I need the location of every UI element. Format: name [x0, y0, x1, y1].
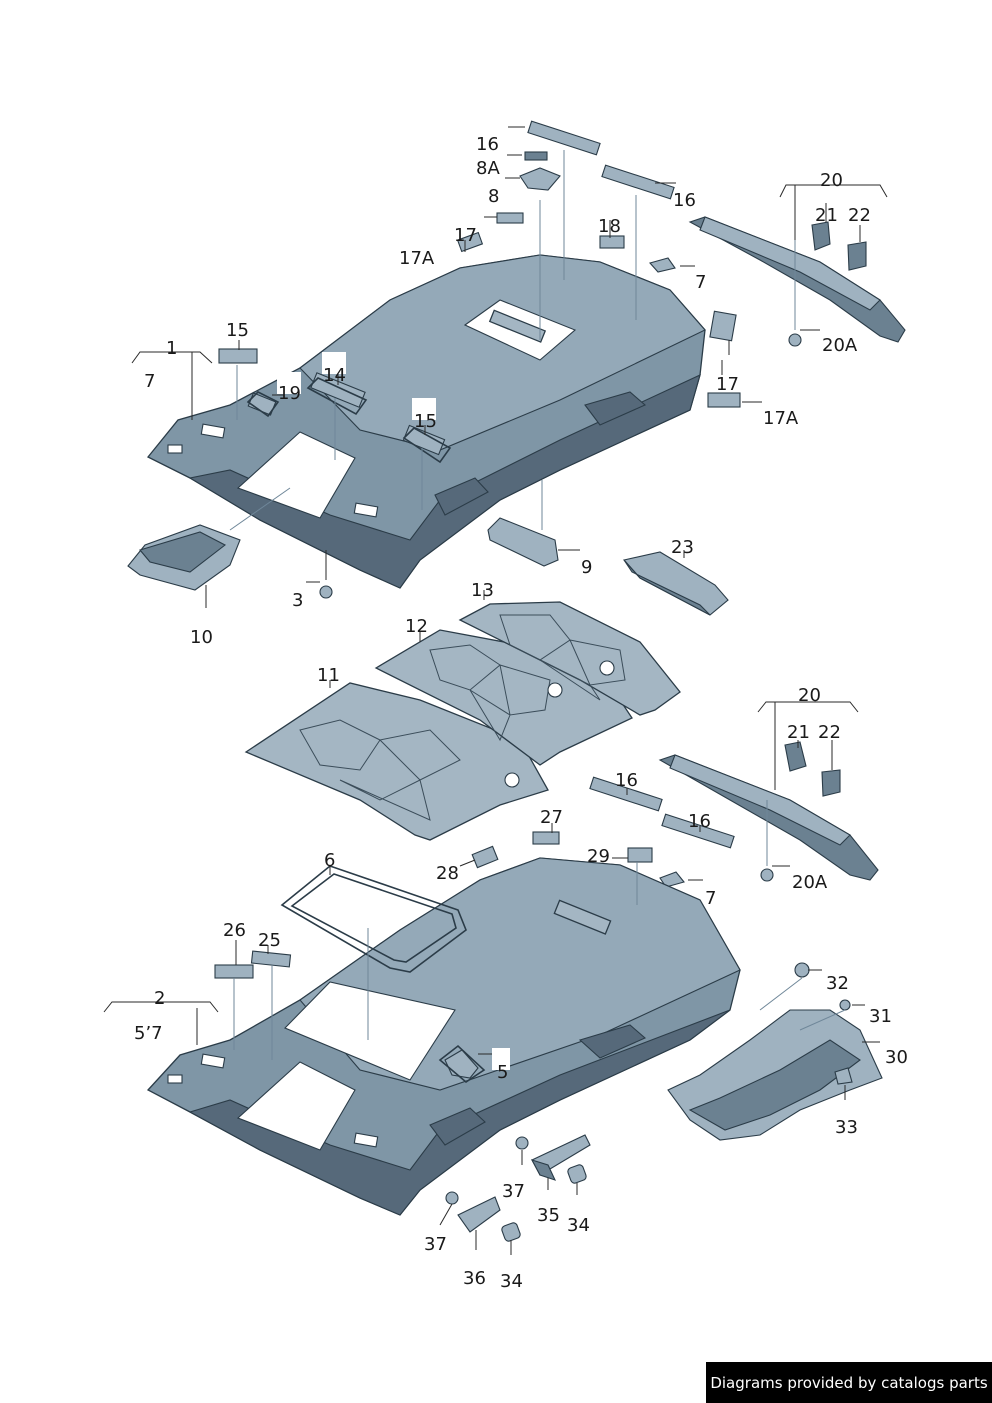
label-16: 16	[688, 811, 711, 832]
label-25: 25	[258, 930, 281, 951]
label-19: 19	[278, 383, 301, 404]
assembly-lines	[229, 150, 846, 1060]
label-16: 16	[615, 770, 638, 791]
label-36: 36	[463, 1268, 486, 1289]
label-17: 17	[454, 225, 477, 246]
headliner-lower	[146, 857, 741, 1216]
label-22: 22	[848, 205, 871, 226]
label-5-7: 5’7	[134, 1023, 163, 1044]
label-7: 7	[705, 888, 716, 909]
label-2: 2	[154, 988, 165, 1009]
label-28: 28	[436, 863, 459, 884]
label-37: 37	[424, 1234, 447, 1255]
label-32: 32	[826, 973, 849, 994]
label-37: 37	[502, 1181, 525, 1202]
label-16: 16	[673, 190, 696, 211]
label-33: 33	[835, 1117, 858, 1138]
label-20: 20	[820, 170, 843, 191]
clips	[445, 1134, 591, 1242]
label-12: 12	[405, 616, 428, 637]
label-21: 21	[815, 205, 838, 226]
label-8: 8	[488, 186, 499, 207]
label-17A: 17A	[399, 248, 435, 269]
label-16: 16	[476, 134, 499, 155]
credit-banner: Diagrams provided by catalogs parts	[706, 1362, 992, 1403]
label-23: 23	[671, 537, 694, 558]
label-17: 17	[716, 374, 739, 395]
label-9: 9	[581, 557, 592, 578]
label-34: 34	[567, 1215, 590, 1236]
rear-rail-lower	[471, 741, 879, 888]
label-27: 27	[540, 807, 563, 828]
insulation-pads	[244, 601, 681, 841]
label-8A: 8A	[476, 158, 500, 179]
upper-small-parts	[127, 120, 867, 616]
label-15: 15	[226, 320, 249, 341]
label-17A: 17A	[763, 408, 799, 429]
label-7: 7	[695, 272, 706, 293]
label-30: 30	[885, 1047, 908, 1068]
label-18: 18	[598, 216, 621, 237]
leader-lines	[103, 126, 888, 1255]
label-29: 29	[587, 846, 610, 867]
label-5: 5	[497, 1062, 508, 1083]
label-15: 15	[414, 411, 437, 432]
label-20A: 20A	[792, 872, 828, 893]
label-6: 6	[324, 850, 335, 871]
label-26: 26	[223, 920, 246, 941]
rear-rail-upper	[688, 216, 906, 343]
label-14: 14	[323, 365, 346, 386]
label-11: 11	[317, 665, 340, 686]
label-1: 1	[166, 338, 177, 359]
label-21: 21	[787, 722, 810, 743]
label-20: 20	[798, 685, 821, 706]
label-10: 10	[190, 627, 213, 648]
label-13: 13	[471, 580, 494, 601]
label-7: 7	[144, 371, 155, 392]
label-31: 31	[869, 1006, 892, 1027]
label-22: 22	[818, 722, 841, 743]
label-20A: 20A	[822, 335, 858, 356]
part-labels: 16 8A 8 16 20 21 22 17 18 17A 7 20A 15 1…	[134, 134, 908, 1292]
label-3: 3	[292, 590, 303, 611]
headliner-upper	[146, 254, 706, 589]
label-35: 35	[537, 1205, 560, 1226]
bracket-assembly	[667, 962, 883, 1141]
label-34: 34	[500, 1271, 523, 1292]
